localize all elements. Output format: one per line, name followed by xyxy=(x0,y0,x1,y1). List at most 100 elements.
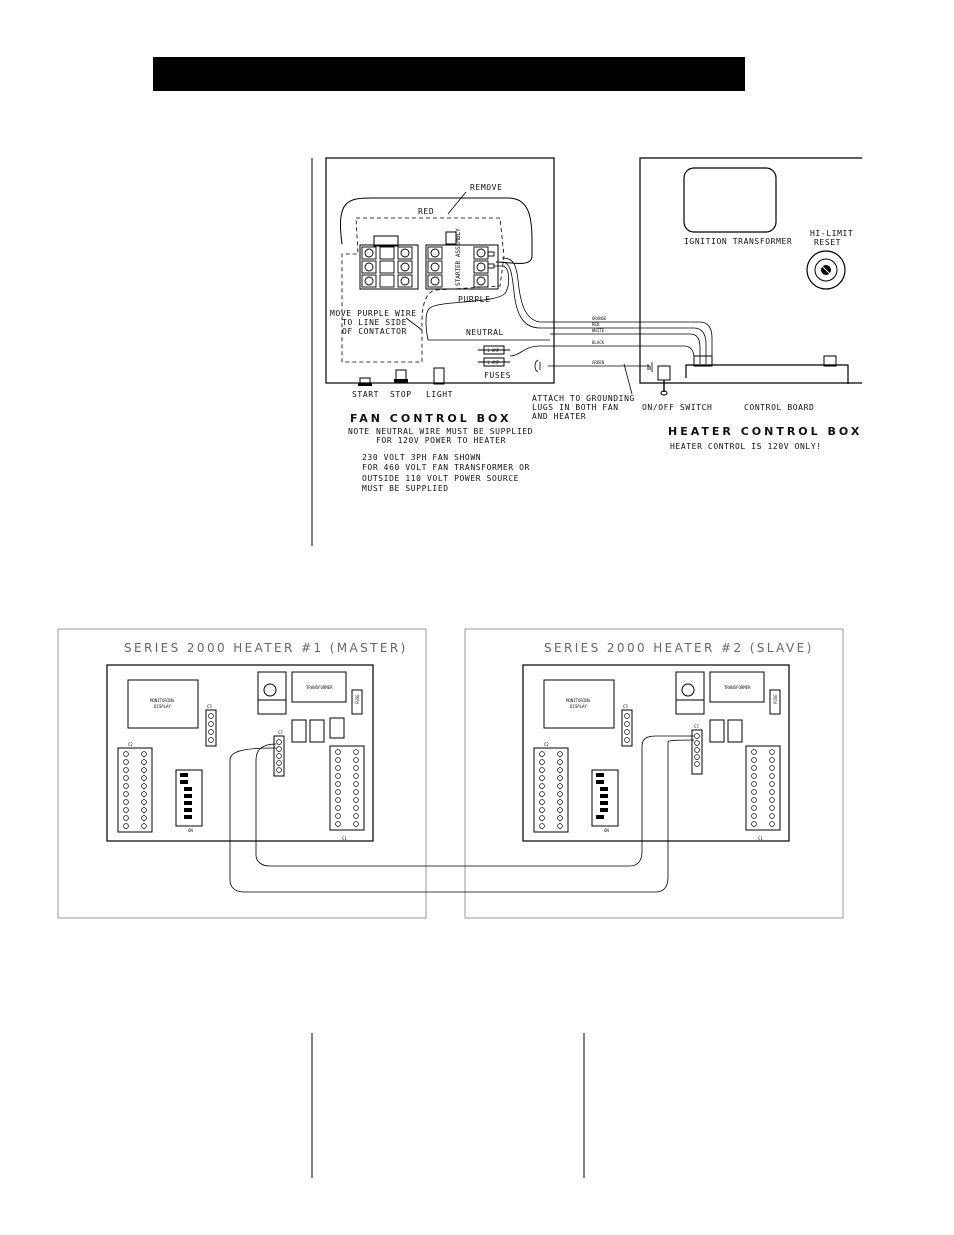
wire-orange-label: ORANGE xyxy=(592,316,607,321)
terminal-dot xyxy=(557,775,563,781)
terminal-dot xyxy=(141,767,147,773)
wire-green-label: GREEN xyxy=(592,360,605,365)
on-off-switch-icon xyxy=(657,365,671,396)
terminal-dot xyxy=(769,765,775,771)
neutral-label: NEUTRAL xyxy=(466,328,504,337)
terminal-dot xyxy=(123,775,129,781)
slave-c5: C5 xyxy=(623,704,628,709)
terminal-dot xyxy=(353,773,359,779)
move-note-line3: OF CONTACTOR xyxy=(342,327,407,336)
terminal-dot xyxy=(335,821,341,827)
control-board xyxy=(685,364,849,384)
master-title: SERIES 2000 HEATER #1 (MASTER) xyxy=(124,641,408,655)
terminal-dot xyxy=(335,805,341,811)
terminal-dot xyxy=(557,767,563,773)
terminal-dot xyxy=(141,791,147,797)
terminal-dot xyxy=(769,797,775,803)
terminal-dot xyxy=(141,807,147,813)
master-c1: C1 xyxy=(342,836,347,841)
red-label: RED xyxy=(418,207,434,216)
terminal-dot xyxy=(141,823,147,829)
remove-label: REMOVE xyxy=(470,183,503,192)
terminal-dot xyxy=(208,729,214,735)
terminal-dot xyxy=(141,799,147,805)
fan-control-box: REMOVE RED xyxy=(325,157,555,493)
terminal-dot xyxy=(123,823,129,829)
hilimit-label-2: RESET xyxy=(814,238,841,247)
header-bar xyxy=(153,57,745,91)
terminal-dot xyxy=(539,783,545,789)
terminal-dot xyxy=(751,813,757,819)
master-c7: C7 xyxy=(278,730,283,735)
fan-line1: 230 VOLT 3PH FAN SHOWN xyxy=(362,453,481,462)
terminal-dot xyxy=(276,767,282,773)
slave-c7: C7 xyxy=(694,724,699,729)
master-slave-cables xyxy=(229,735,695,893)
slave-monitor-1: MONITORING xyxy=(566,698,591,703)
slave-heater-panel: SERIES 2000 HEATER #2 (SLAVE) MONITORING… xyxy=(464,628,844,919)
terminal-dot xyxy=(353,765,359,771)
terminal-dot xyxy=(539,807,545,813)
ground-note-line3: AND HEATER xyxy=(532,412,586,421)
terminal-dot xyxy=(123,751,129,757)
terminal-dot xyxy=(353,749,359,755)
light-icon xyxy=(433,367,445,385)
note-line2: FOR 120V POWER TO HEATER xyxy=(376,436,506,445)
terminal-dot xyxy=(353,781,359,787)
terminal-dot xyxy=(769,773,775,779)
terminal-dot xyxy=(141,775,147,781)
terminal-dot xyxy=(751,765,757,771)
terminal-dot xyxy=(208,737,214,743)
board-label: CONTROL BOARD xyxy=(744,403,814,412)
fuses-label: FUSES xyxy=(484,371,511,380)
terminal-dot xyxy=(353,805,359,811)
stop-label: STOP xyxy=(390,390,412,399)
fan-line2: FOR 460 VOLT FAN TRANSFORMER OR xyxy=(362,463,530,472)
slave-title: SERIES 2000 HEATER #2 (SLAVE) xyxy=(544,641,814,655)
terminal-dot xyxy=(353,757,359,763)
terminal-dot xyxy=(751,805,757,811)
terminal-dot xyxy=(539,751,545,757)
terminal-dot xyxy=(335,765,341,771)
terminal-dot xyxy=(769,805,775,811)
move-note-line2: TO LINE SIDE xyxy=(342,318,407,327)
terminal-dot xyxy=(769,789,775,795)
terminal-dot xyxy=(769,749,775,755)
slave-monitor-2: DISPLAY xyxy=(570,704,587,709)
interconnect-wires xyxy=(501,257,713,370)
terminal-dot xyxy=(539,791,545,797)
master-transformer: TRANSFORMER xyxy=(306,685,333,690)
terminal-dot xyxy=(624,721,630,727)
terminal-dot xyxy=(694,733,700,739)
terminal-dot xyxy=(276,753,282,759)
hilimit-label-1: HI-LIMIT xyxy=(810,229,853,238)
terminal-dot xyxy=(557,791,563,797)
terminal-dot xyxy=(123,791,129,797)
terminal-dot xyxy=(353,797,359,803)
terminal-dot xyxy=(539,823,545,829)
fan-box-title: FAN CONTROL BOX xyxy=(350,412,511,425)
light-label: LIGHT xyxy=(426,390,453,399)
terminal-dot xyxy=(769,813,775,819)
slave-c1: C1 xyxy=(758,836,763,841)
terminal-dot xyxy=(557,807,563,813)
heater-box-title: HEATER CONTROL BOX xyxy=(668,425,862,438)
master-fuse: FUSE xyxy=(355,694,360,704)
master-heater-panel: SERIES 2000 HEATER #1 (MASTER) MONITORIN… xyxy=(57,628,427,919)
terminal-dot xyxy=(769,781,775,787)
terminal-dot xyxy=(539,759,545,765)
terminal-dot xyxy=(123,807,129,813)
terminal-dot xyxy=(123,767,129,773)
terminal-dot xyxy=(141,783,147,789)
slave-on: ON xyxy=(604,828,609,833)
terminal-dot xyxy=(335,813,341,819)
ground-lug-icon xyxy=(534,359,653,373)
terminal-dot xyxy=(335,797,341,803)
terminal-dot xyxy=(276,746,282,752)
terminal-dot xyxy=(751,749,757,755)
terminal-dot xyxy=(557,751,563,757)
switch-label: ON/OFF SWITCH xyxy=(642,403,712,412)
slave-transformer: TRANSFORMER xyxy=(724,685,751,690)
terminal-dot xyxy=(624,713,630,719)
ignition-label: IGNITION TRANSFORMER xyxy=(684,237,792,246)
